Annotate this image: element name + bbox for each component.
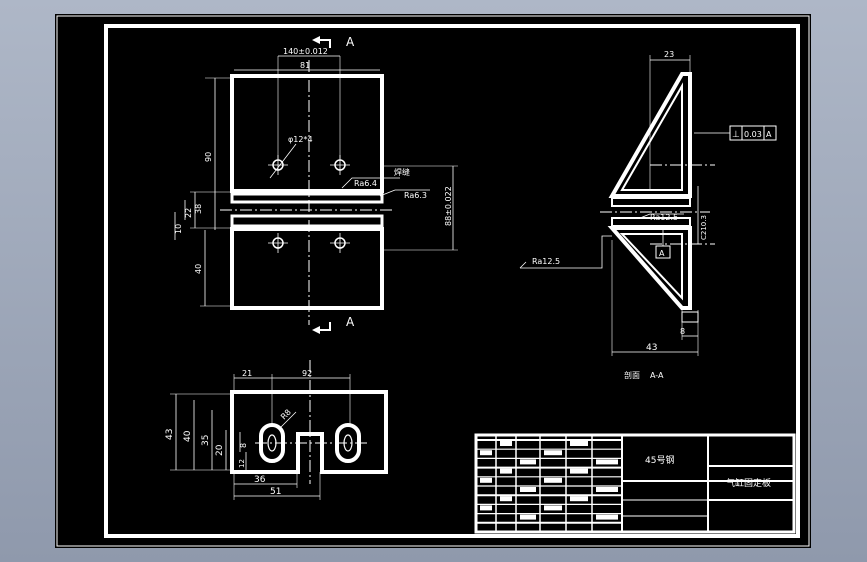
section-view — [519, 55, 777, 356]
tol-value: 0.03 — [744, 130, 762, 139]
dim-slot-38: 38 — [194, 204, 203, 214]
dim-height-43: 43 — [165, 429, 175, 440]
bottom-outline — [230, 390, 388, 474]
dim-8-bottom: 8 — [239, 443, 248, 448]
section-caption-aa: A-A — [650, 371, 664, 380]
dim-36: 36 — [254, 475, 266, 485]
tolerance-frame — [729, 125, 777, 141]
weld-note: 焊缝 — [394, 167, 410, 177]
tol-datum: A — [766, 130, 772, 139]
datum-label: A — [659, 249, 665, 258]
roughness-ra63: Ra6.3 — [404, 191, 427, 200]
bottom-view — [170, 360, 388, 500]
section-mark-top: A — [346, 35, 355, 49]
roughness-ra125-a: Ra12.5 — [650, 213, 678, 222]
tol-perp-symbol: ⊥ — [732, 130, 740, 140]
front-upper-block — [230, 74, 384, 193]
dim-thickness: C210.3 — [700, 215, 708, 240]
dim-height-20: 20 — [215, 444, 225, 456]
front-slot-top — [230, 192, 384, 204]
outer-frame — [56, 15, 810, 547]
dim-hole-dia: φ12*4 — [288, 135, 313, 144]
dim-hole-pitch: 140±0.012 — [283, 47, 328, 56]
dim-10: 10 — [174, 224, 183, 234]
dim-21: 21 — [242, 369, 252, 378]
dim-51: 51 — [270, 487, 281, 497]
title-block-grid — [475, 435, 623, 532]
section-lower-web — [607, 226, 692, 310]
section-mark-bottom: A — [346, 315, 355, 329]
inner-frame — [104, 24, 800, 538]
datum-box — [655, 245, 671, 259]
part-name: 气缸固定板 — [726, 477, 771, 489]
dim-12: 12 — [238, 459, 246, 468]
dim-height-upper: 90 — [204, 152, 213, 162]
roughness-ra64: Ra6.4 — [354, 179, 377, 188]
dim-top-width: 23 — [664, 50, 674, 59]
front-view — [174, 36, 458, 334]
roughness-ra125-b: Ra12.5 — [532, 257, 560, 266]
section-caption: 剖面 — [624, 370, 640, 380]
dim-height-lower: 40 — [194, 264, 203, 274]
material-label: 45号钢 — [645, 454, 674, 466]
drawing-sheet — [55, 14, 811, 548]
dim-92: 92 — [302, 369, 312, 378]
dim-height-40: 40 — [183, 430, 193, 442]
front-slot-bottom — [230, 214, 384, 228]
dim-overall-height: 88±0.022 — [444, 186, 453, 226]
front-lower-block — [230, 227, 384, 310]
dim-slot-22: 22 — [184, 208, 193, 218]
section-upper-web — [608, 72, 692, 198]
dim-8: 8 — [680, 327, 685, 336]
dim-base-width: 43 — [646, 343, 657, 353]
dim-overall-width: 81 — [300, 61, 310, 70]
dim-height-35: 35 — [201, 435, 211, 446]
